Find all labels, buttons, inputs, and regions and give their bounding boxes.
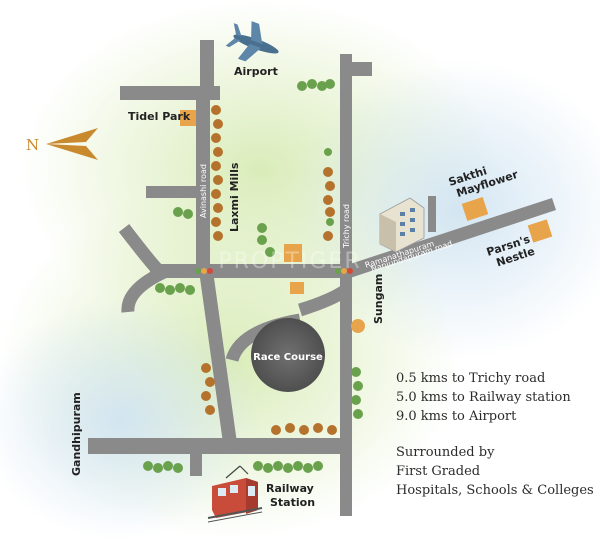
- avinashi-road-label: Avinashi road: [199, 164, 208, 218]
- airport-label: Airport: [234, 65, 278, 78]
- trichy-road-label: Trichy road: [342, 204, 351, 249]
- distance-line-2: 5.0 kms to Railway station: [396, 390, 571, 405]
- apartment-building-icon: [379, 197, 425, 253]
- tidel-park-label: Tidel Park: [128, 110, 191, 123]
- gandhipuram-label: Gandhipuram: [70, 392, 83, 476]
- race-course: Race Course: [251, 318, 325, 392]
- watermark: PROPTIGER: [218, 249, 361, 274]
- airplane-icon: [225, 21, 279, 62]
- traffic-signals: [195, 268, 353, 274]
- north-label: N: [26, 136, 39, 154]
- laxmi-mills-marker: [284, 244, 302, 262]
- laxmi-mills-label: Laxmi Mills: [228, 162, 241, 232]
- parsns-nestle-marker: [527, 219, 553, 243]
- surroundings-line-1: Surrounded by: [396, 445, 495, 460]
- tidel-park-marker: [180, 110, 196, 126]
- race-course-label: Race Course: [253, 352, 323, 363]
- surroundings-info: Surrounded by First Graded Hospitals, Sc…: [396, 445, 594, 498]
- sungam-marker: [351, 319, 365, 333]
- distance-info: 0.5 kms to Trichy road 5.0 kms to Railwa…: [396, 371, 571, 424]
- road-network: [88, 40, 556, 516]
- train-icon: [207, 465, 263, 523]
- railway-station-label: Railway Station: [266, 482, 318, 509]
- junction-marker: [290, 282, 304, 294]
- distance-line-1: 0.5 kms to Trichy road: [396, 371, 545, 386]
- compass: N: [26, 128, 98, 160]
- sakthi-mayflower-marker: [461, 197, 489, 221]
- surroundings-line-3: Hospitals, Schools & Colleges: [396, 483, 594, 498]
- trees: [143, 79, 363, 473]
- sungam-label: Sungam: [372, 274, 385, 324]
- surroundings-line-2: First Graded: [396, 464, 480, 479]
- station-line: Station: [270, 496, 315, 509]
- railway-line: Railway: [266, 482, 314, 495]
- north-arrow-icon: [46, 128, 98, 160]
- landmark-markers: [180, 110, 553, 333]
- distance-line-3: 9.0 kms to Airport: [396, 409, 517, 424]
